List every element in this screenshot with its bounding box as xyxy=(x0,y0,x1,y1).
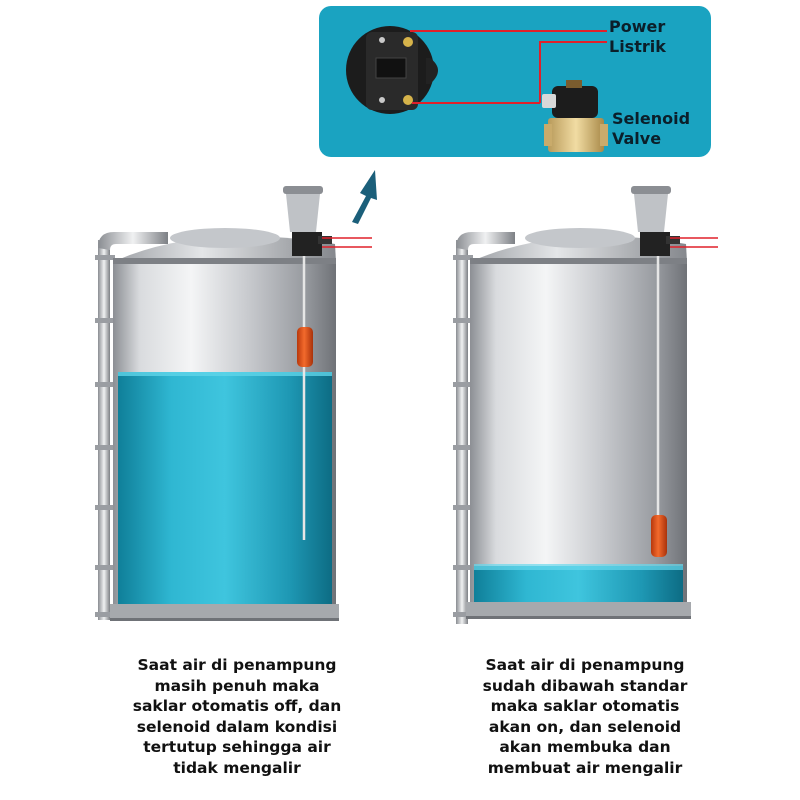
water-level-full xyxy=(118,372,332,608)
arrow-to-inset-icon xyxy=(352,170,377,224)
tank-base xyxy=(466,602,691,618)
float-ball xyxy=(651,515,667,557)
pipe-elbow xyxy=(98,232,168,250)
caption-full-tank: Saat air di penampung masih penuh maka s… xyxy=(132,656,342,777)
tank-full xyxy=(95,186,372,621)
float-switch-closeup xyxy=(346,26,438,114)
tank-base xyxy=(110,604,339,620)
side-pipe xyxy=(456,240,468,624)
tank-roof xyxy=(470,236,687,262)
caption-low-tank: Saat air di penampung sudah dibawah stan… xyxy=(482,656,688,777)
side-pipe xyxy=(98,240,110,620)
pipe-clamps xyxy=(95,255,115,617)
float-switch-right xyxy=(631,186,718,557)
wires xyxy=(410,30,607,104)
solenoid-valve-icon xyxy=(542,80,608,152)
power-label: Power Listrik xyxy=(609,17,666,56)
valve-label: Selenoid Valve xyxy=(612,109,691,148)
water-level-low xyxy=(474,566,683,606)
tank-roof xyxy=(113,236,336,262)
float-switch-left xyxy=(283,186,372,540)
tank-body xyxy=(470,258,687,606)
tank-low xyxy=(453,186,718,624)
pipe-elbow xyxy=(456,232,515,250)
inset-panel xyxy=(319,6,711,157)
pipe-clamps xyxy=(453,255,473,617)
float-ball xyxy=(297,327,313,367)
